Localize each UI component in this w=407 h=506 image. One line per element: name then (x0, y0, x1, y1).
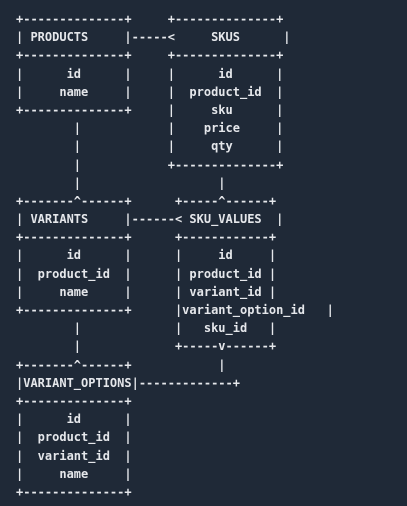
diagram-line: +--------------+ +--------------+ (16, 12, 284, 26)
diagram-line: | | sku_id | (16, 321, 277, 336)
diagram-line: +-------^------+ | (16, 357, 226, 372)
diagram-line: | id | (16, 412, 132, 427)
diagram-line: +--------------+ +--------------+ (16, 48, 284, 63)
diagram-line: | name | | variant_id | (16, 284, 277, 299)
ascii-diagram-text: +--------------+ +--------------+ | PRODU… (16, 10, 334, 501)
diagram-line: |VARIANT_OPTIONS|-------------+ (16, 375, 240, 390)
diagram-line: | +--------------+ (16, 157, 284, 172)
diagram-line: | id | | id | (16, 248, 277, 263)
diagram-line: | id | | id | (16, 66, 284, 81)
diagram-line: | PRODUCTS |-----< SKUS | (16, 30, 291, 45)
diagram-line: +--------------+ +------------+ (16, 230, 277, 245)
diagram-line: | | qty | (16, 139, 284, 154)
diagram-line: | product_id | | product_id | (16, 266, 277, 281)
diagram-line: | variant_id | (16, 448, 132, 463)
diagram-line: +--------------+ | sku | (16, 102, 284, 117)
diagram-line: +--------------+ |variant_option_id | (16, 303, 334, 317)
diagram-line: | product_id | (16, 430, 132, 445)
diagram-line: | name | (16, 466, 132, 481)
diagram-line: +-------^------+ +-----^------+ (16, 193, 277, 208)
diagram-line: +--------------+ (16, 484, 132, 499)
diagram-line: +--------------+ (16, 393, 132, 408)
diagram-line: | | price | (16, 121, 284, 136)
diagram-line: | VARIANTS |------< SKU_VALUES | (16, 212, 284, 227)
diagram-line: | | (16, 175, 226, 190)
diagram-line: | name | | product_id | (16, 84, 284, 99)
diagram-line: | +-----v------+ (16, 339, 277, 354)
